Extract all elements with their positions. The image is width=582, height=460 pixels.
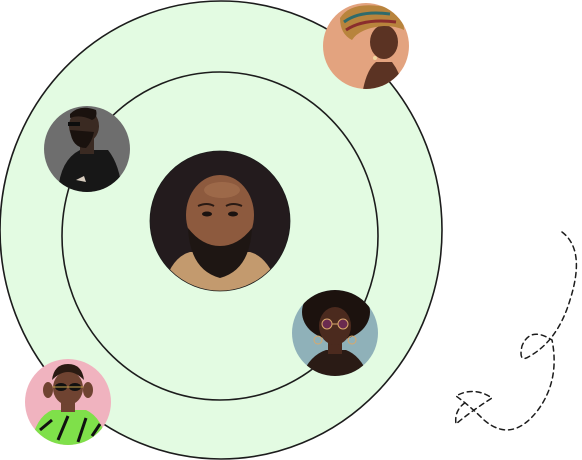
- bottom-left-avatar: [25, 359, 111, 445]
- left-avatar: [44, 106, 130, 192]
- dashed-squiggle-decoration: [454, 231, 578, 431]
- right-avatar: [292, 290, 378, 376]
- center-avatar-border: [149, 150, 291, 292]
